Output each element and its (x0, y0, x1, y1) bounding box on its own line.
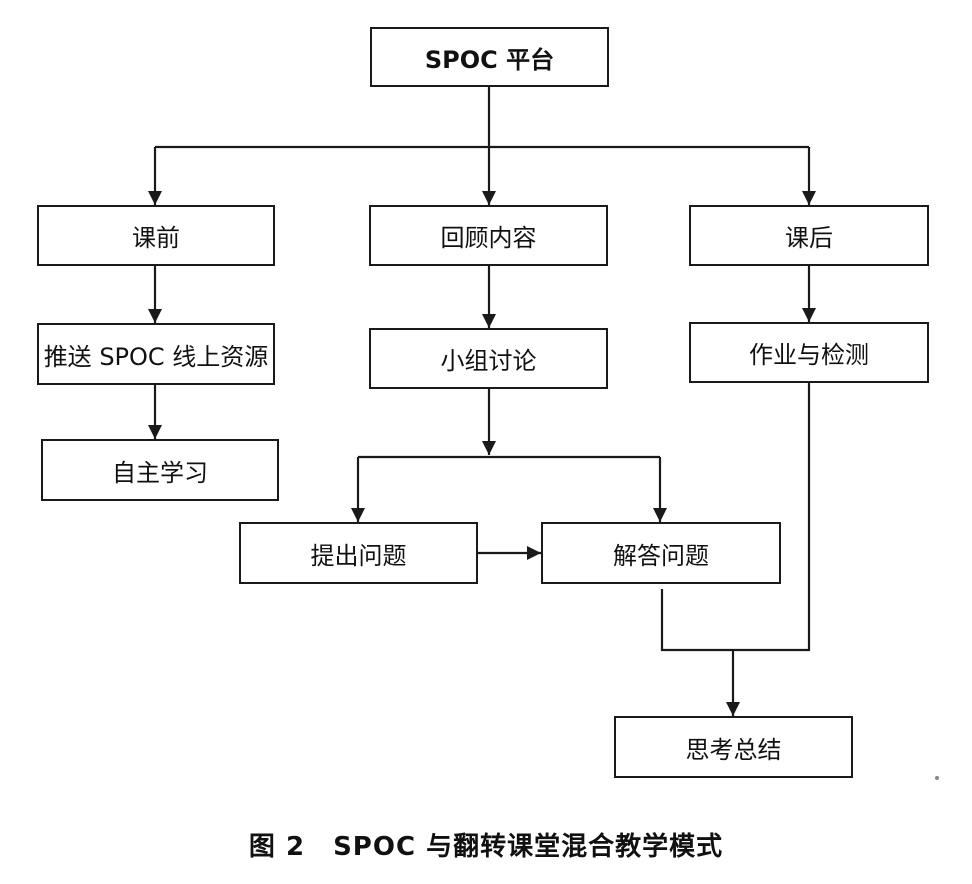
stray-dot (935, 776, 939, 780)
pre-class-node: 课前 (37, 205, 275, 266)
figure-number: 图 2 (248, 832, 306, 862)
figure-title: SPOC 与翻转课堂混合教学模式 (333, 832, 724, 862)
platform-node: SPOC 平台 (370, 27, 609, 87)
raise-questions-node: 提出问题 (239, 522, 478, 584)
push-resources-node: 推送 SPOC 线上资源 (37, 323, 275, 385)
homework-test-node: 作业与检测 (689, 322, 929, 383)
self-study-node: 自主学习 (41, 439, 279, 501)
post-class-node: 课后 (689, 205, 929, 266)
figure-caption: 图 2 SPOC 与翻转课堂混合教学模式 (0, 826, 972, 863)
review-node: 回顾内容 (369, 205, 608, 266)
connector-answer-to-merge (660, 383, 811, 652)
group-discussion-node: 小组讨论 (369, 328, 608, 389)
summary-node: 思考总结 (614, 716, 853, 778)
answer-questions-node: 解答问题 (541, 522, 781, 584)
